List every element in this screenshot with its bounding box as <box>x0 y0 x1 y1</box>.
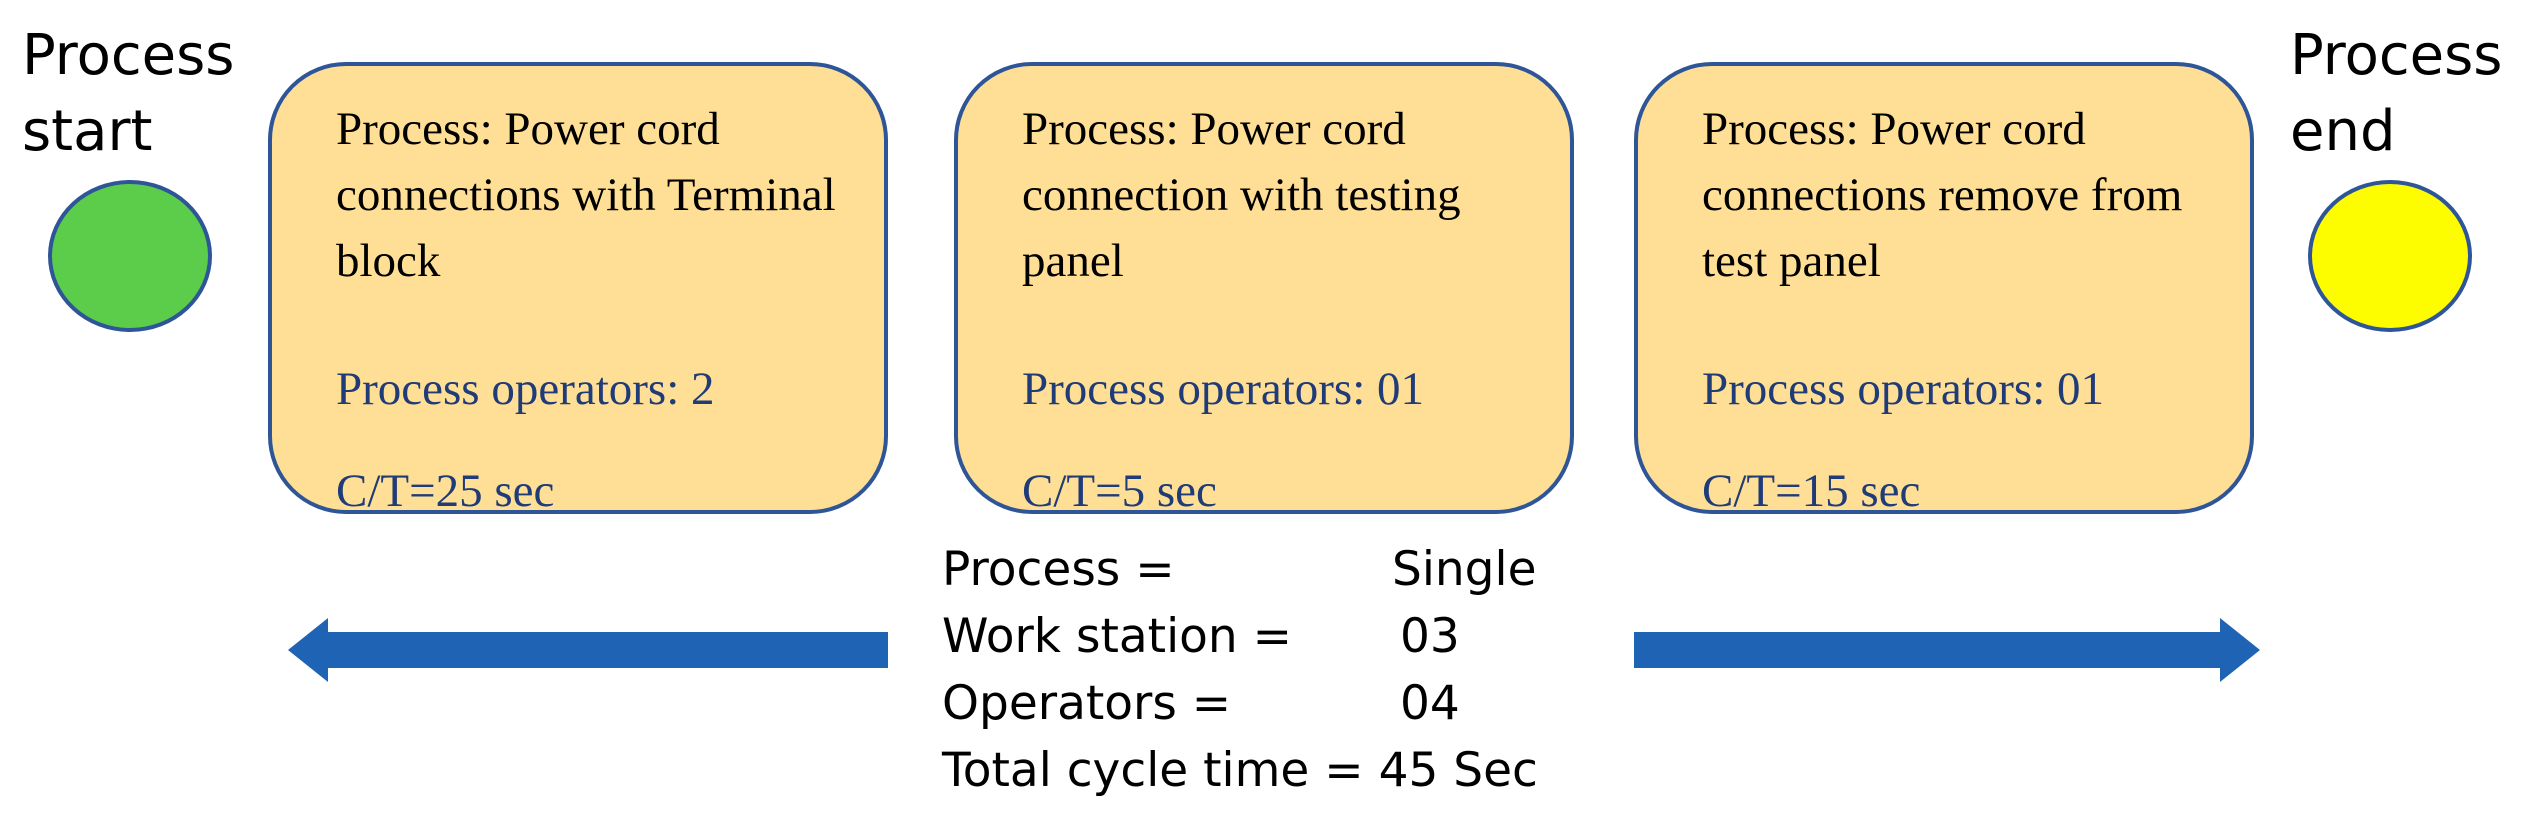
summary-operators-value: 04 <box>1400 676 1460 731</box>
left-arrow-icon <box>288 618 888 682</box>
process-box-testing-panel: Process: Power cord connection with test… <box>954 62 1574 517</box>
process-start-label: Process start <box>22 18 234 170</box>
process-operators: Process operators: 01 <box>1702 363 2105 415</box>
process-title: Process: Power cord connections remove f… <box>1702 103 2183 287</box>
process-end-label: Process end <box>2290 18 2502 170</box>
process-start-node <box>48 180 212 332</box>
summary-workstation-key: Work station = <box>942 609 1293 664</box>
right-arrow-icon <box>1634 618 2260 682</box>
process-title: Process: Power cord connections with Ter… <box>336 103 836 287</box>
process-cycle-time: C/T=25 sec <box>336 465 555 517</box>
process-box-remove-from-panel: Process: Power cord connections remove f… <box>1634 62 2254 517</box>
summary-workstation-value: 03 <box>1400 609 1460 664</box>
process-end-label-line2: end <box>2290 99 2396 164</box>
process-operators: Process operators: 2 <box>336 363 715 415</box>
summary-process-value: Single <box>1392 542 1537 597</box>
process-end-label-line1: Process <box>2290 23 2503 88</box>
summary-total-cycle-time: Total cycle time = 45 Sec <box>942 743 1538 798</box>
process-start-label-line1: Process <box>22 23 235 88</box>
process-operators: Process operators: 01 <box>1022 363 1425 415</box>
process-cycle-time: C/T=15 sec <box>1702 465 1921 517</box>
process-title: Process: Power cord connection with test… <box>1022 103 1461 287</box>
summary-operators-key: Operators = <box>942 676 1232 731</box>
process-start-label-line2: start <box>22 99 153 164</box>
summary-process-key: Process = <box>942 542 1175 597</box>
process-box-terminal-block: Process: Power cord connections with Ter… <box>268 62 888 517</box>
process-end-node <box>2308 180 2472 332</box>
process-cycle-time: C/T=5 sec <box>1022 465 1217 517</box>
